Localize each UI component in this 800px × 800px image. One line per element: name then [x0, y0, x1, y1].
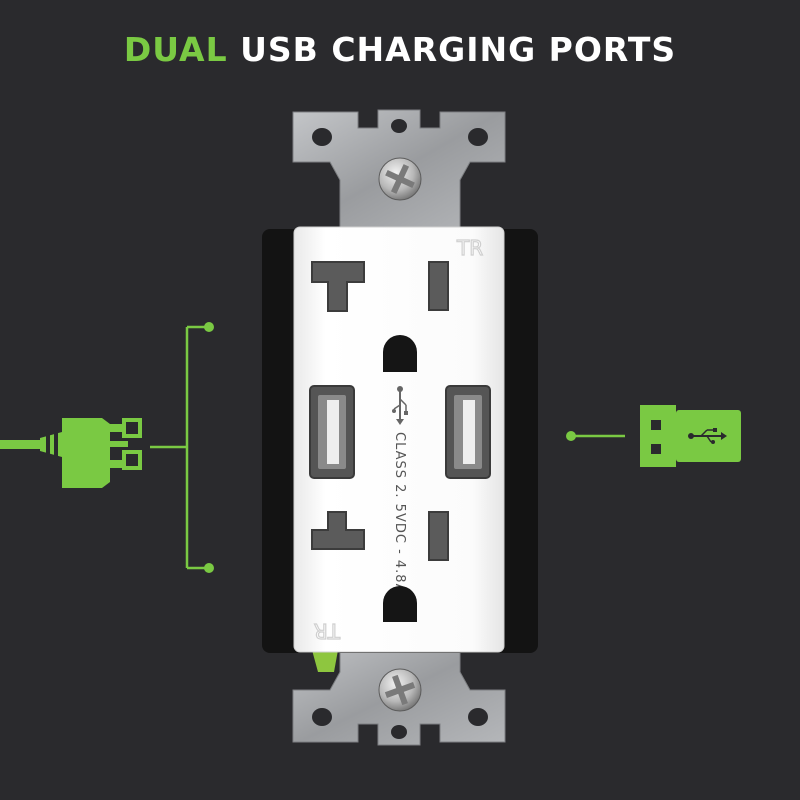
tr-mark-bottom: TR	[314, 619, 341, 643]
bottom-ground-hole	[383, 586, 417, 622]
headline-accent: DUAL	[123, 30, 228, 69]
bracket-dot-bottom	[204, 563, 214, 573]
bottom-neutral-slot	[428, 511, 449, 561]
ac-connector-bracket	[150, 325, 209, 570]
ac-plug-icon	[0, 418, 142, 488]
top-screw	[378, 157, 422, 201]
ground-tab	[312, 650, 338, 672]
bracket-dot-top	[204, 322, 214, 332]
usb-trident-icon	[392, 386, 408, 425]
top-ground-hole	[383, 335, 417, 372]
top-neutral-slot	[428, 261, 449, 311]
tr-mark-top: TR	[456, 236, 483, 260]
bottom-screw	[378, 668, 422, 712]
usb-rating-label: CLASS 2. 5VDC - 4.8A	[392, 432, 407, 593]
headline: DUAL USB CHARGING PORTS	[0, 30, 800, 69]
bottom-t-slot	[311, 511, 365, 550]
top-t-slot	[311, 261, 365, 312]
usb-port-left	[309, 385, 355, 479]
top-receptacle	[311, 261, 449, 372]
usb-plug-icon	[640, 405, 741, 467]
headline-rest: USB CHARGING PORTS	[227, 30, 677, 69]
bottom-receptacle	[311, 511, 449, 622]
usb-connector-dot	[566, 431, 576, 441]
usb-port-right	[445, 385, 491, 479]
